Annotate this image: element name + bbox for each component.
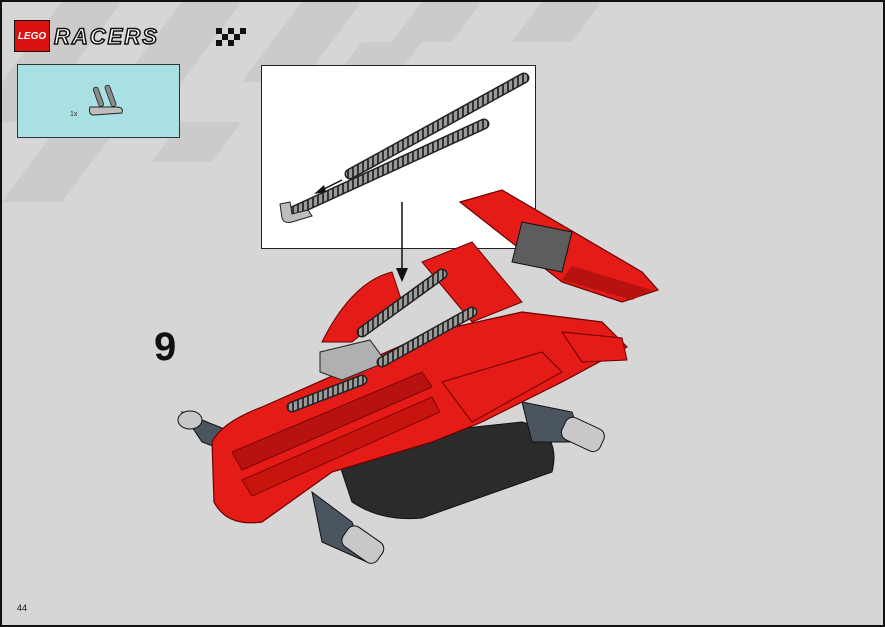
wheel-axle-front-bottom (311, 490, 385, 564)
racers-logo: RACERS (53, 23, 246, 50)
axle-assembly-illustration (279, 72, 530, 223)
lego-logo: LEGO (14, 20, 50, 52)
step-number: 9 (154, 325, 177, 369)
part-quantity: 1x (70, 111, 78, 118)
racers-logo-text: RACERS (54, 24, 159, 49)
checkered-flag-icon (216, 28, 246, 46)
parts-list-box: 1x (17, 64, 180, 138)
page-number: 44 (17, 603, 28, 613)
wheel-axle-right (521, 401, 605, 453)
pin-connector-part-icon (89, 84, 123, 116)
